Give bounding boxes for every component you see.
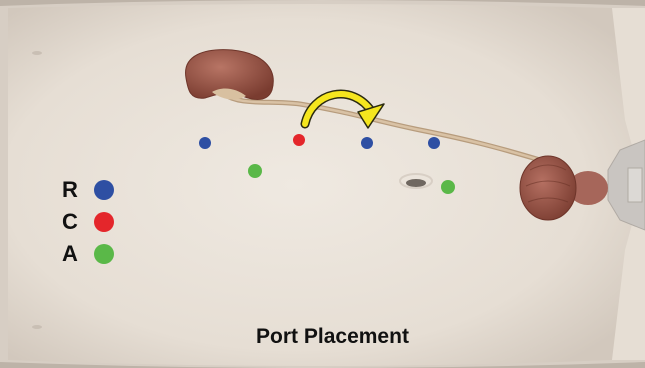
device-slot xyxy=(628,168,642,202)
legend-row-assist: A xyxy=(62,240,114,268)
port-robot-1 xyxy=(199,137,211,149)
legend-dot-blue xyxy=(94,180,114,200)
nipple-top xyxy=(32,51,42,55)
legend-row-camera: C xyxy=(62,208,114,236)
legend-dot-green xyxy=(94,244,114,264)
navel xyxy=(406,179,426,187)
port-assist-1 xyxy=(248,164,262,178)
legend-letter: C xyxy=(62,208,88,236)
caption-title: Port Placement xyxy=(0,325,645,349)
port-assist-2 xyxy=(441,180,455,194)
legend-row-robot: R xyxy=(62,176,114,204)
port-robot-3 xyxy=(428,137,440,149)
bladder xyxy=(520,156,576,220)
legend-letter: A xyxy=(62,240,88,268)
port-camera xyxy=(293,134,305,146)
port-robot-2 xyxy=(361,137,373,149)
legend-letter: R xyxy=(62,176,88,204)
legend-dot-red xyxy=(94,212,114,232)
